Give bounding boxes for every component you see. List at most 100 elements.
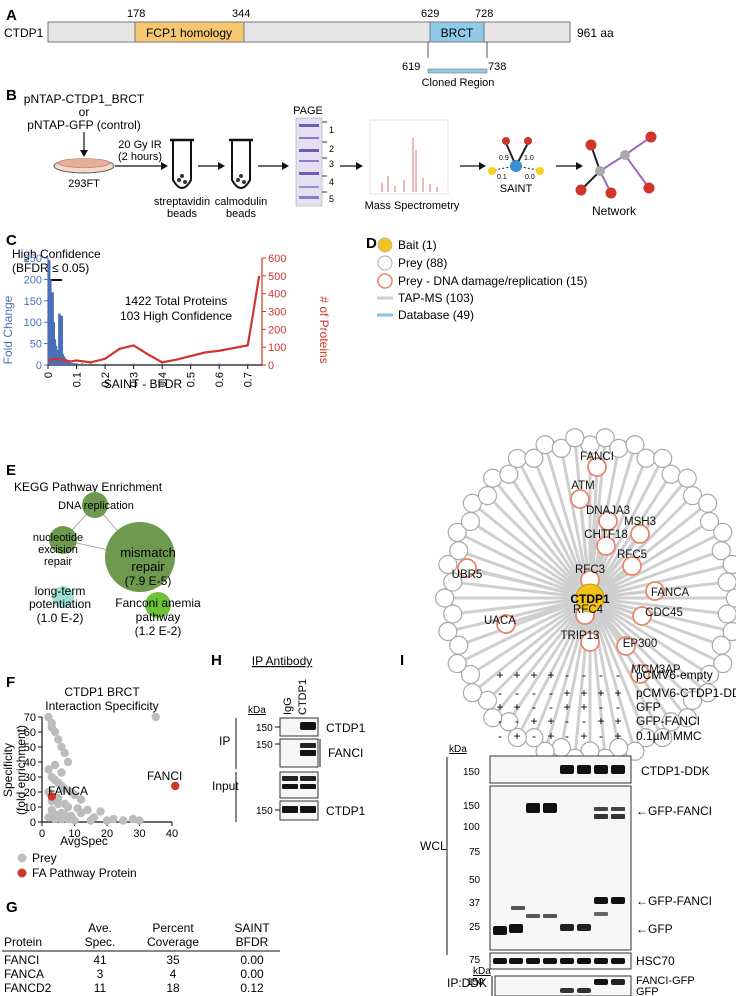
i-ip-label-gfp: GFP xyxy=(636,986,659,996)
d-edge-tap xyxy=(532,457,592,599)
c-line-proteins xyxy=(47,275,261,364)
i-sign: - xyxy=(582,668,586,682)
construct-or: or xyxy=(79,105,90,119)
gel-lane-3: 3 xyxy=(329,159,334,169)
total-proteins-note: 1422 Total Proteins xyxy=(125,294,228,308)
d-label: RFC5 xyxy=(617,549,647,561)
i-band xyxy=(611,765,625,774)
panel-a: A CTDP1 FCP1 homology 178 344 BRCT 629 7… xyxy=(4,7,614,89)
d-edge-tap xyxy=(471,596,591,694)
d-edge-tap xyxy=(452,580,591,600)
c-xtick-label: 0.2 xyxy=(100,372,112,387)
kegg-label-ner-3: repair xyxy=(44,556,72,568)
network-node xyxy=(575,184,587,196)
cloned-region-bar xyxy=(427,68,488,74)
c-bar xyxy=(75,363,78,365)
f-title-1: CTDP1 BRCT xyxy=(64,685,140,699)
i-condition-label: pCMV6-empty xyxy=(636,668,713,682)
protein-bar xyxy=(47,21,571,43)
g-cell: 35 xyxy=(166,953,180,967)
protein-length: 961 aa xyxy=(577,26,614,40)
d-edge-tap xyxy=(589,520,711,600)
panel-d: D Bait (1) Prey (88) Prey - DNA damage/r… xyxy=(366,235,736,768)
h-lane-igg: IgG xyxy=(282,697,294,715)
saint-diagram: 0.9 1.0 0.1 0.0 xyxy=(488,137,544,181)
network-diagram xyxy=(575,131,657,199)
d-edge-tap xyxy=(447,596,591,633)
d-prey-node xyxy=(524,448,544,468)
gel-band xyxy=(299,186,319,188)
d-bait-node xyxy=(575,583,605,613)
domain-fcp1-label: FCP1 homology xyxy=(146,26,232,40)
kegg-label-mmr-1: mismatch xyxy=(120,545,176,560)
d-edge-tap xyxy=(466,566,591,600)
f-prey-point xyxy=(63,757,73,767)
ir-time: (2 hours) xyxy=(118,151,162,163)
d-label: RFC4 xyxy=(573,604,604,616)
c-ytick-left-label: 250 xyxy=(24,253,42,265)
f-prey-point xyxy=(60,748,69,758)
f-fa-point xyxy=(171,781,180,791)
g-header-bfdr-1: SAINT xyxy=(234,921,270,935)
d-edge-tap xyxy=(491,597,592,719)
d-edge-tap xyxy=(588,597,665,739)
c-xtick-label: 0 xyxy=(43,372,55,378)
i-sign: + xyxy=(563,686,570,700)
d-edge-tap xyxy=(588,457,665,599)
f-xlabel: AvgSpec xyxy=(60,834,108,848)
i-band xyxy=(560,988,574,993)
f-prey-point xyxy=(109,814,118,824)
d-legend: Bait (1) Prey (88) Prey - DNA damage/rep… xyxy=(377,237,587,322)
tube-calmodulin xyxy=(231,140,251,189)
bead-1c xyxy=(180,174,184,178)
i-mw: 50 xyxy=(469,875,481,886)
i-sign: - xyxy=(582,714,586,728)
d-dna-node xyxy=(457,558,477,578)
network-node xyxy=(605,187,617,199)
g-cell: 0.12 xyxy=(240,981,264,995)
d-prey-node xyxy=(713,653,733,674)
panel-label-b: B xyxy=(6,87,17,104)
gel-band xyxy=(299,137,319,139)
i-condition-label: GFP xyxy=(636,700,661,714)
f-prey-point xyxy=(47,718,56,728)
d-prey-node xyxy=(682,690,703,710)
d-label: ATM xyxy=(571,480,594,492)
f-legend-fa: FA Pathway Protein xyxy=(32,866,137,880)
c-bar xyxy=(103,363,107,365)
f-xtick-label: 40 xyxy=(166,828,178,840)
i-band xyxy=(611,807,625,811)
d-prey-node xyxy=(697,493,718,513)
c-ytick-right-label: 400 xyxy=(268,289,286,301)
bead-1a xyxy=(177,178,181,182)
g-cell: 41 xyxy=(93,953,107,967)
high-confidence-note: 103 High Confidence xyxy=(120,309,232,323)
f-xtick-label: 30 xyxy=(133,828,145,840)
f-label-fanci: FANCI xyxy=(147,769,182,783)
legend-bait-marker xyxy=(377,237,393,253)
i-band xyxy=(594,912,608,916)
i-condition-label: 0.1µM MMC xyxy=(636,729,702,743)
i-ipddk-label: IP:DDK xyxy=(447,976,487,990)
d-edge-tap xyxy=(589,596,709,694)
i-sign: + xyxy=(597,686,604,700)
c-bar xyxy=(217,363,221,365)
h-band-label-ctdp1: CTDP1 xyxy=(326,721,366,735)
legend-dna-marker xyxy=(377,273,393,289)
i-sign: + xyxy=(580,686,587,700)
f-prey-point xyxy=(54,793,63,803)
i-wcl-mw: 150 150 100 75 50 37 25 75 xyxy=(463,767,481,966)
i-mw: 150 xyxy=(463,801,480,812)
g-cell: FANCA xyxy=(4,967,44,981)
gel-lane-4: 4 xyxy=(329,177,334,187)
c-xtick-label: 0.3 xyxy=(128,372,140,387)
cells-label: 293FT xyxy=(68,178,100,190)
i-band xyxy=(594,958,608,964)
saint-bait-node xyxy=(510,160,522,172)
d-dna-node xyxy=(632,606,652,626)
d-edge-tap xyxy=(491,477,592,599)
g-cell: FANCI xyxy=(4,953,39,967)
table-row: FANCI 41 35 0.00 xyxy=(4,953,264,967)
kegg-pval-ltp: (1.0 E-2) xyxy=(37,611,84,625)
d-prey-node xyxy=(725,588,736,608)
